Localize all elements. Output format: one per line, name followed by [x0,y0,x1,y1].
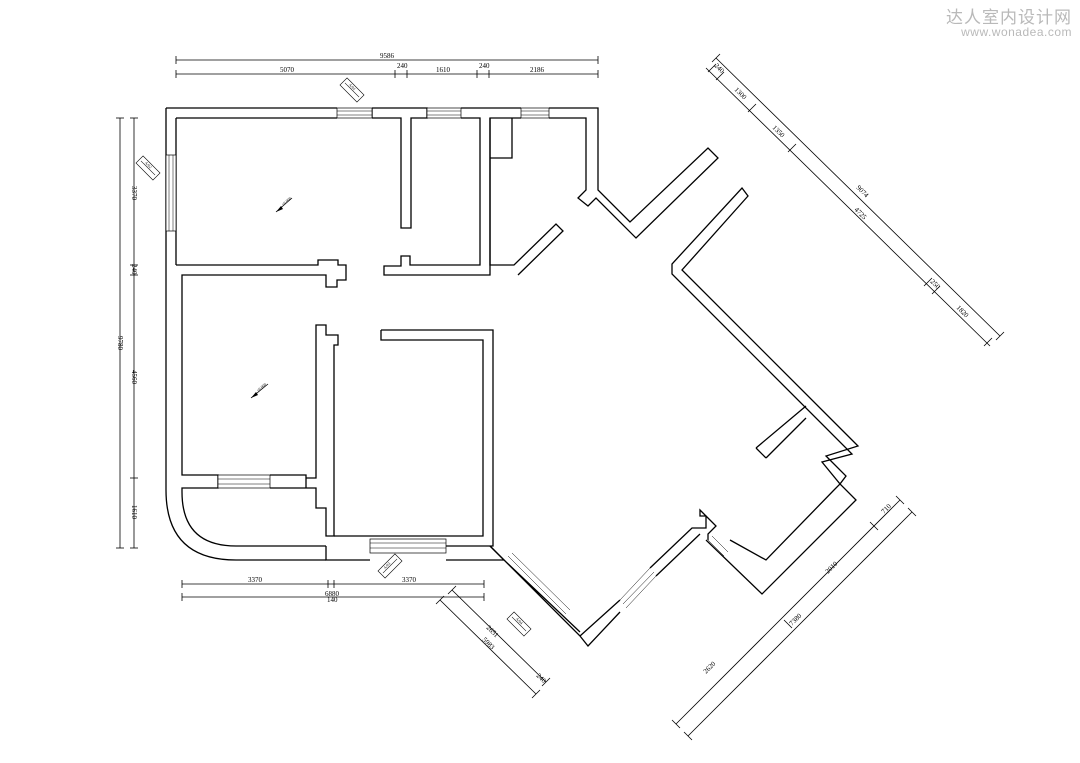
window-top-2 [426,107,462,119]
section-tag-4: A/04 [506,611,532,637]
dim-ne-6: 1820 [955,304,971,320]
wall-lower-room [325,329,506,561]
dim-left-2: 240 [130,264,138,275]
level-marker-2: ±0.000 [250,382,269,399]
wall-kitchen-inner [490,118,513,159]
dim-se-2: 2010 [824,560,840,576]
level-markers: ±0.000 ±0.000 [250,196,293,399]
dim-left-4: 1610 [130,505,138,520]
dim-left: 9780 3370 240 4560 1610 [116,117,138,549]
dim-top-1: 5070 [280,66,295,74]
dim-ne-3: 1350 [771,124,787,140]
dim-bottom-2: 140 [327,596,338,604]
tag-2-label: A/02 [144,160,153,169]
dim-ne-total: 9074 [855,184,871,200]
window-top-3 [520,107,550,119]
dim-top-3: 1610 [436,66,451,74]
dim-top: 9586 5070 240 1610 240 2186 [175,52,599,78]
dim-left-total: 9780 [116,336,124,351]
wall-kitchen [489,118,564,276]
dim-se-4: 2620 [702,660,718,676]
wall-round-corner [165,489,326,561]
dim-top-5: 2186 [530,66,545,74]
watermark-title: 达人室内设计网 [946,8,1072,28]
tag-3-label: A/03 [382,561,391,570]
window-lower-left [217,474,271,489]
wall-right-diagonal [671,186,860,595]
wall-lower-left-right [270,324,339,537]
dim-left-3: 4560 [130,370,138,385]
dim-sw-3: 240 [535,672,548,685]
tag-4-label: A/04 [515,616,524,625]
section-tag-2: A/02 [135,155,161,181]
level-1-label: ±0.000 [280,196,292,207]
window-diag-3 [707,535,729,557]
wall-bottom-right-diagonal [649,508,717,577]
wall-bottom-diagonal [489,545,621,647]
level-2-label: ±0.000 [255,382,267,393]
tag-1-label: A/01 [348,82,357,91]
section-tags: A/01 A/02 A/03 A/04 [135,77,532,637]
level-marker-1: ±0.000 [275,196,293,213]
dim-bottom-total: 6880 [325,590,340,598]
dim-left-1: 3370 [130,186,138,201]
dim-top-4: 240 [479,62,490,70]
window-diag-1 [503,552,571,619]
dim-bottom-1: 3370 [248,576,263,584]
dim-ne-4: 4725 [853,206,869,222]
wall-right-inner [755,405,807,459]
dim-ne-1: 240 [713,62,726,75]
section-tag-3: A/03 [377,553,403,579]
dim-bottom: 3370 3370 6880 140 [181,576,485,604]
dim-bottom-3: 3370 [402,576,417,584]
dim-se-3: 7380 [788,612,804,628]
section-tag-1: A/01 [339,77,365,103]
window-left [165,154,177,232]
wall-top-right [383,107,521,276]
wall-mid-horizontal [176,259,347,492]
dim-sw: 2651 5983 240 [435,585,551,699]
wall-outer-top-left [165,107,337,490]
watermark-url: www.wonadea.com [961,25,1072,39]
windows [165,107,729,619]
window-diag-2 [619,567,657,609]
wall-top-far-right [549,107,719,239]
window-bottom [369,538,447,554]
window-top-1 [336,107,373,119]
dim-ne: 240 1300 1350 9074 4725 250 1820 [705,53,1005,347]
dim-ne-2: 1300 [733,86,749,102]
wall-top-mid [371,107,428,229]
walls [165,107,860,647]
dim-top-total: 9586 [380,52,395,60]
dim-se-1: 710 [880,502,893,515]
dim-top-2: 240 [397,62,408,70]
